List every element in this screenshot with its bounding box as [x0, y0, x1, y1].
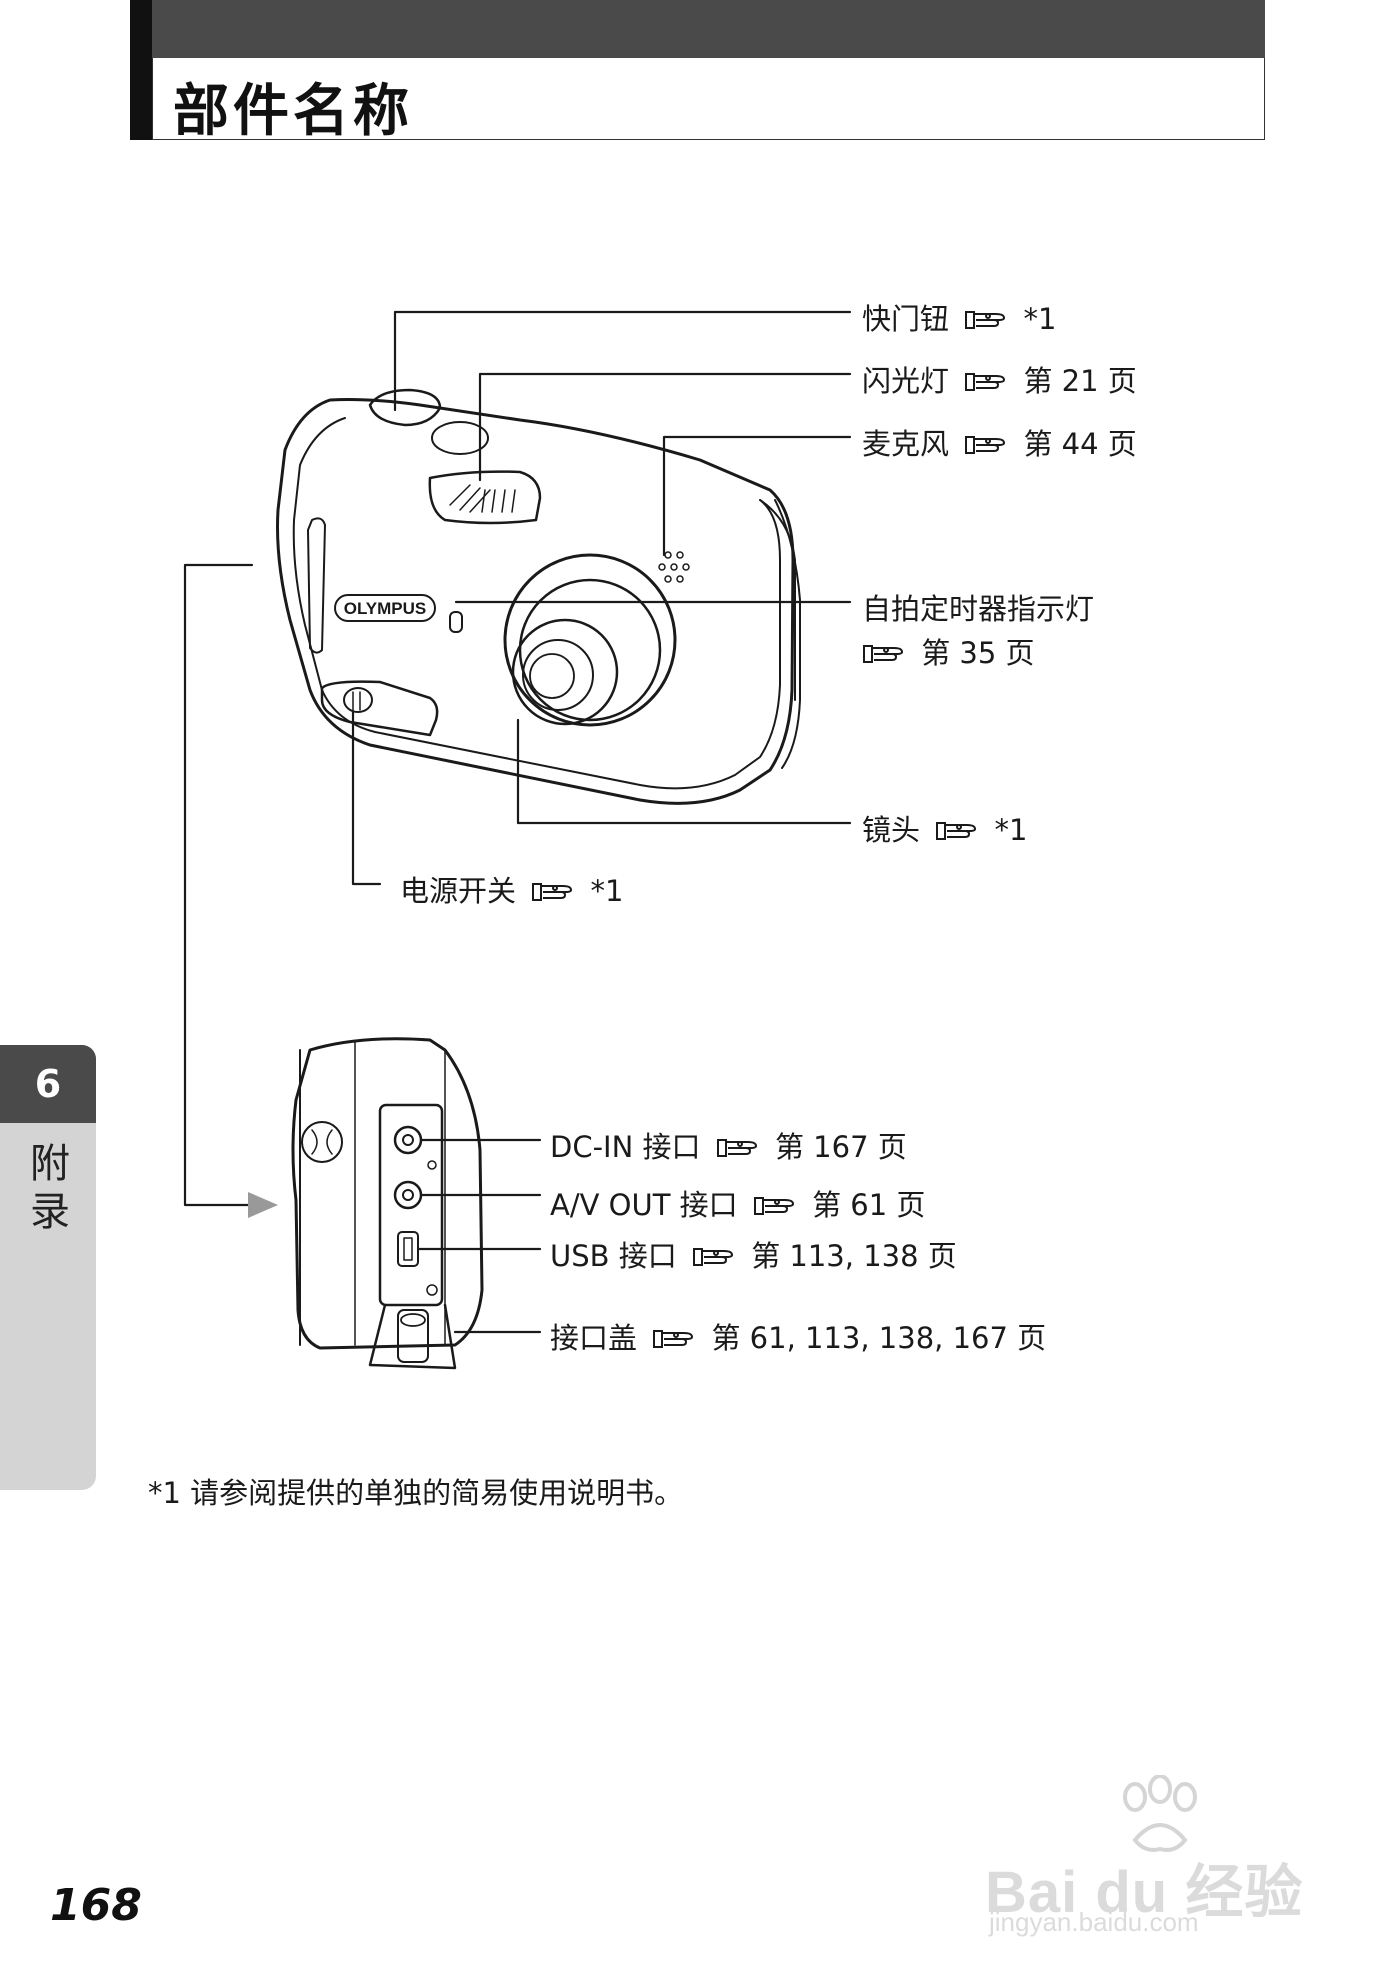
brand-logo-text: OLYMPUS	[344, 599, 427, 618]
footnote: *1 请参阅提供的单独的简易使用说明书。	[148, 1476, 684, 1510]
pointing-hand-icon	[692, 1248, 733, 1266]
page-title: 部件名称	[173, 79, 413, 144]
label-microphone: 麦克风 第 44 页	[862, 427, 1137, 461]
camera-side-illustration	[291, 1037, 484, 1370]
pointing-hand-icon	[532, 883, 573, 901]
header-bar	[130, 0, 1265, 58]
label-usb-connector: USB 接口 第 113, 138 页	[550, 1239, 957, 1273]
chapter-label[interactable]: 附录	[30, 1141, 70, 1235]
watermark-url: jingyan.baidu.com	[989, 1907, 1199, 1937]
label-connector-cover: 接口盖 第 61, 113, 138, 167 页	[550, 1321, 1047, 1355]
label-dc-in-jack: DC-IN 接口 第 167 页	[550, 1130, 907, 1164]
pointing-hand-icon	[863, 645, 904, 663]
chapter-number[interactable]: 6	[0, 1045, 96, 1123]
label-flash: 闪光灯 第 21 页	[862, 364, 1137, 398]
pointing-hand-icon	[753, 1197, 794, 1215]
watermark: Bai du 经验 jingyan.baidu.com	[985, 1775, 1315, 1937]
leader-lines	[183, 310, 852, 1334]
label-shutter-button: 快门钮 *1	[862, 302, 1057, 336]
label-av-out-jack: A/V OUT 接口 第 61 页	[550, 1188, 926, 1222]
header-accent	[130, 0, 152, 140]
arrow-head-icon	[248, 1192, 278, 1218]
pointing-hand-icon	[965, 436, 1006, 454]
pointing-hand-icon	[936, 822, 977, 840]
title-box: 部件名称	[152, 58, 1265, 144]
pointing-hand-icon	[716, 1139, 757, 1157]
label-power-switch: 电源开关 *1	[400, 874, 624, 908]
label-lens: 镜头 *1	[862, 813, 1028, 847]
page-number: 168	[50, 1880, 142, 1931]
camera-front-illustration: OLYMPUS	[276, 388, 801, 805]
watermark-text: Bai du 经验	[985, 1860, 1304, 1925]
paw-icon	[1123, 1775, 1197, 1852]
pointing-hand-icon	[965, 373, 1006, 391]
pointing-hand-icon	[653, 1330, 694, 1348]
pointing-hand-icon	[965, 311, 1006, 329]
label-self-timer-lamp: 自拍定时器指示灯 第 35 页	[862, 592, 1095, 670]
